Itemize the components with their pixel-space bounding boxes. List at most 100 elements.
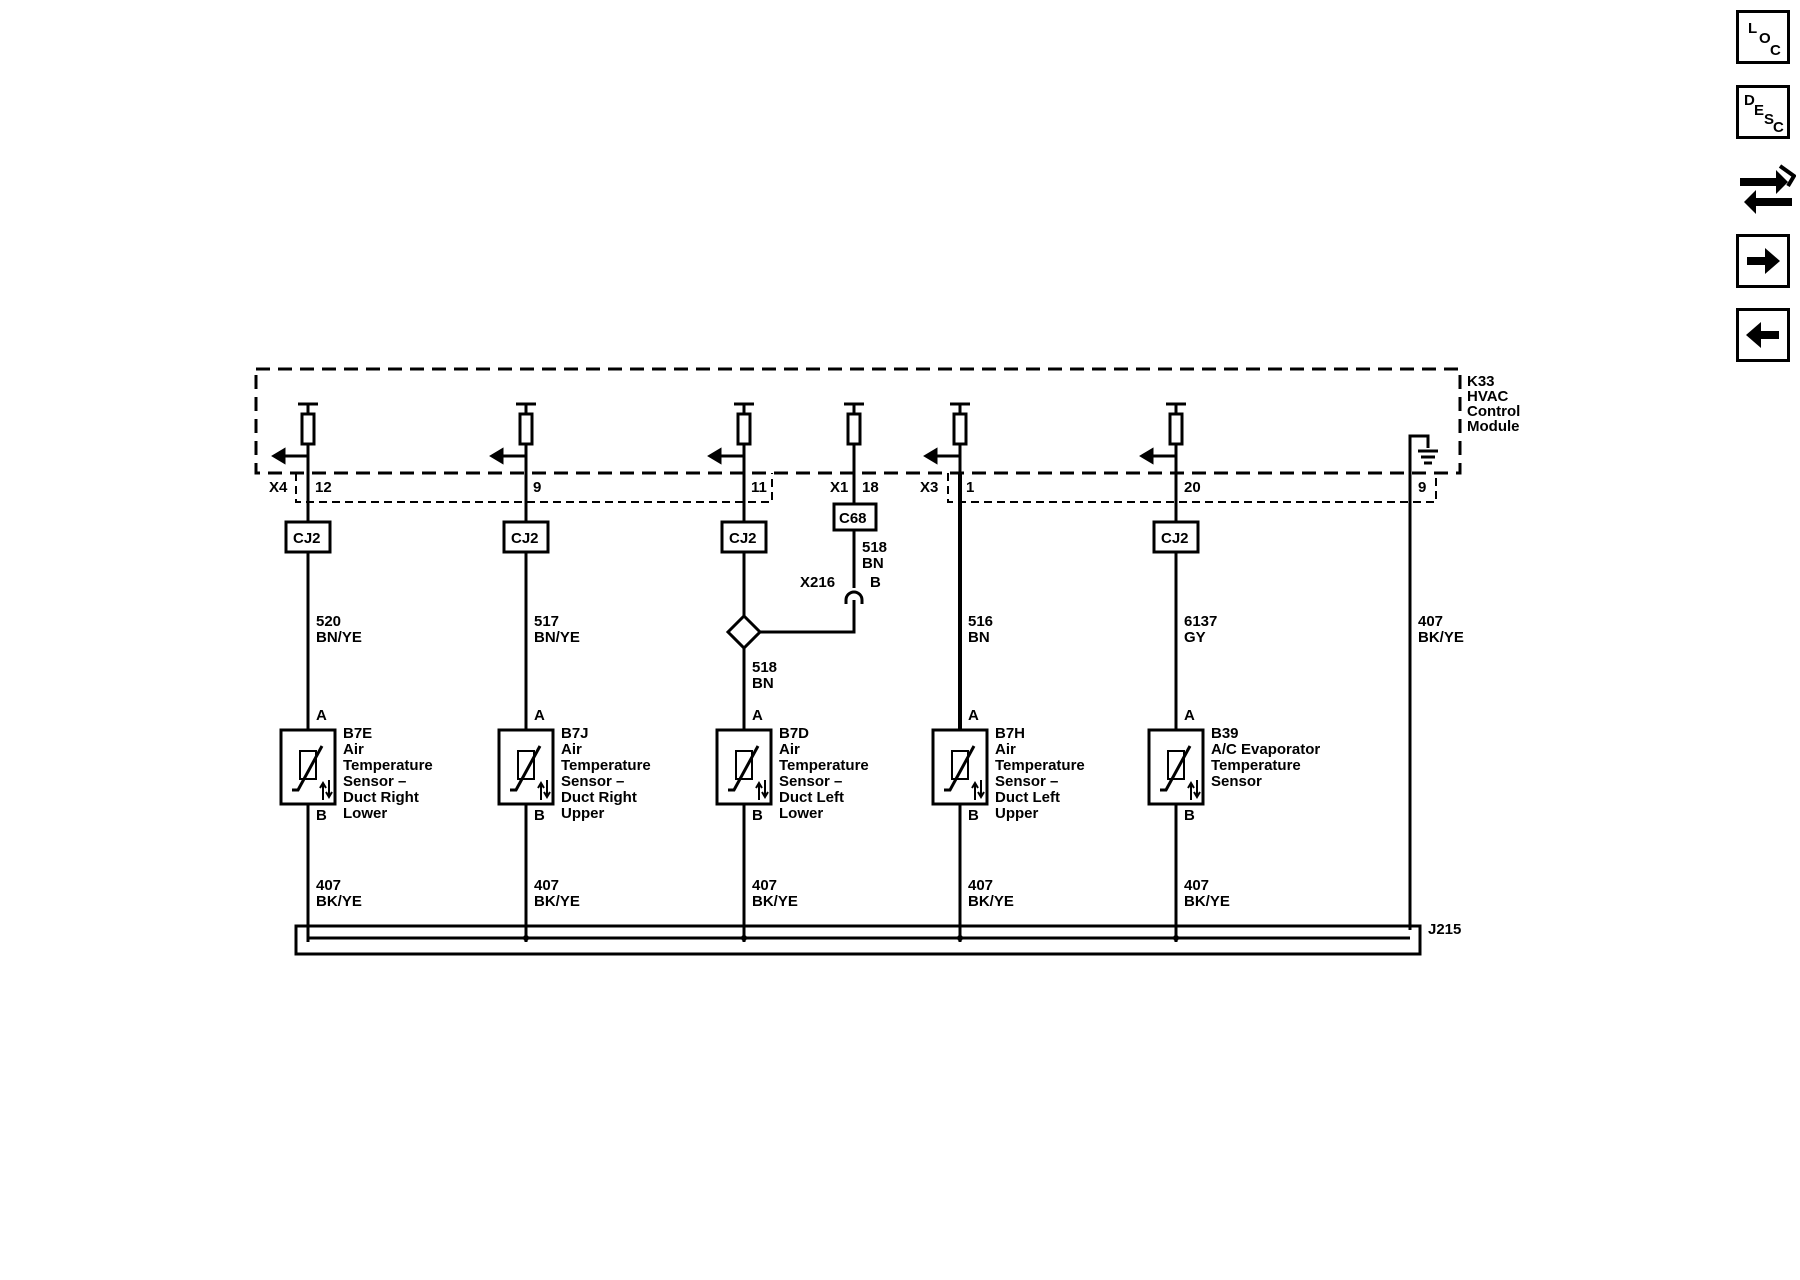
module-name-2: Control — [1467, 403, 1520, 420]
svg-text:Duct Left: Duct Left — [995, 789, 1060, 806]
pin-11: 11 — [751, 479, 767, 496]
connector-x216-pin: B — [870, 574, 881, 591]
svg-text:Air: Air — [561, 741, 582, 758]
wire-407-b7d-num: 407 — [752, 877, 777, 894]
module-name-1: HVAC — [1467, 388, 1509, 405]
svg-text:O: O — [1759, 30, 1771, 47]
svg-text:C68: C68 — [839, 510, 867, 527]
desc-icon: D E S C — [1744, 92, 1784, 136]
pin-9-x4: 9 — [533, 479, 541, 496]
wire-517-num: 517 — [534, 613, 559, 630]
thermistor-symbol — [715, 728, 773, 806]
svg-text:Air: Air — [779, 741, 800, 758]
pin-12: 12 — [315, 479, 332, 496]
svg-text:Temperature: Temperature — [995, 757, 1085, 774]
pin-1: 1 — [966, 479, 974, 496]
x216-connector — [844, 590, 864, 601]
svg-text:E: E — [1754, 102, 1764, 119]
svg-text:L: L — [1748, 20, 1757, 37]
svg-text:Temperature: Temperature — [343, 757, 433, 774]
svg-text:Air: Air — [995, 741, 1016, 758]
svg-text:C: C — [1773, 119, 1784, 136]
wire-407-b39-num: 407 — [1184, 877, 1209, 894]
connector-x216: X216 — [800, 574, 835, 591]
svg-text:CJ2: CJ2 — [1161, 530, 1189, 547]
sensor-b7j: A B B7J Air Temperature Sensor – Duct Ri… — [497, 707, 651, 824]
svg-text:Upper: Upper — [995, 805, 1039, 822]
sensor-b39: A B B39 A/C Evaporator Temperature Senso… — [1147, 707, 1320, 824]
splice-diamond — [725, 613, 763, 651]
sensor-b7h: A B B7H Air Temperature Sensor – Duct Le… — [931, 707, 1085, 824]
connector-x4: X4 — [269, 479, 288, 496]
svg-text:Sensor –: Sensor – — [561, 773, 624, 790]
svg-text:B39: B39 — [1211, 725, 1239, 742]
svg-text:A: A — [1184, 707, 1195, 724]
svg-text:Duct Left: Duct Left — [779, 789, 844, 806]
svg-text:A: A — [316, 707, 327, 724]
svg-text:CJ2: CJ2 — [729, 530, 757, 547]
internal-circuit-11 — [707, 402, 754, 473]
svg-text:Lower: Lower — [779, 805, 823, 822]
pin-9-ground: 9 — [1418, 479, 1426, 496]
connector-x3-outline — [947, 473, 1437, 503]
svg-text:B7H: B7H — [995, 725, 1025, 742]
svg-text:B: B — [752, 807, 763, 824]
svg-text:Upper: Upper — [561, 805, 605, 822]
internal-circuit-12 — [271, 402, 318, 473]
wire-518-lower-num: 518 — [752, 659, 777, 676]
connector-x1: X1 — [830, 479, 848, 496]
cj2-box-4: CJ2 — [1152, 520, 1200, 554]
svg-text:Temperature: Temperature — [779, 757, 869, 774]
wire-407-b7h-color: BK/YE — [968, 893, 1014, 910]
next-page-button[interactable] — [1736, 234, 1790, 288]
svg-text:A: A — [968, 707, 979, 724]
wire-407-b7j-color: BK/YE — [534, 893, 580, 910]
svg-text:Sensor –: Sensor – — [779, 773, 842, 790]
cj2-box-3: CJ2 — [720, 520, 768, 554]
svg-text:S: S — [1764, 111, 1774, 128]
svg-text:Temperature: Temperature — [561, 757, 651, 774]
svg-text:B: B — [968, 807, 979, 824]
svg-text:Air: Air — [343, 741, 364, 758]
wire-518-upper-num: 518 — [862, 539, 887, 556]
svg-text:Duct Right: Duct Right — [561, 789, 637, 806]
arrow-right-icon — [1747, 248, 1780, 274]
svg-text:CJ2: CJ2 — [511, 530, 539, 547]
svg-text:Sensor –: Sensor – — [343, 773, 406, 790]
svg-text:C: C — [1770, 42, 1781, 59]
connector-swap-icon — [1740, 164, 1796, 214]
svg-text:Duct Right: Duct Right — [343, 789, 419, 806]
wire-407-b7e-color: BK/YE — [316, 893, 362, 910]
sensor-b7d: A B B7D Air Temperature Sensor – Duct Le… — [715, 707, 869, 824]
svg-text:Sensor –: Sensor – — [995, 773, 1058, 790]
internal-circuit-9 — [489, 402, 536, 473]
svg-text:A/C Evaporator: A/C Evaporator — [1211, 741, 1320, 758]
loc-button[interactable]: L O C — [1736, 10, 1790, 64]
ground-junctions — [523, 935, 1179, 941]
svg-text:B: B — [534, 807, 545, 824]
wire-407-ground-color: BK/YE — [1418, 629, 1464, 646]
desc-button[interactable]: D E S C — [1736, 85, 1790, 139]
svg-text:B7J: B7J — [561, 725, 589, 742]
previous-page-button[interactable] — [1736, 308, 1790, 362]
connector-swap-button[interactable] — [1736, 160, 1796, 214]
wire-520-num: 520 — [316, 613, 341, 630]
svg-text:Sensor: Sensor — [1211, 773, 1262, 790]
internal-ground-9 — [1408, 434, 1438, 930]
svg-text:Temperature: Temperature — [1211, 757, 1301, 774]
svg-text:B7E: B7E — [343, 725, 372, 742]
c68-box: C68 — [832, 502, 878, 532]
cj2-box-1: CJ2 — [284, 520, 332, 554]
wire-407-b7e-num: 407 — [316, 877, 341, 894]
module-name-3: Module — [1467, 418, 1520, 435]
hvac-module-boundary — [254, 367, 1462, 475]
connector-x4-outline — [295, 473, 773, 503]
svg-text:B7D: B7D — [779, 725, 809, 742]
splice-j215: J215 — [1428, 921, 1461, 938]
wire-407-b39-color: BK/YE — [1184, 893, 1230, 910]
thermistor-symbol — [1147, 728, 1205, 806]
internal-circuit-1 — [923, 402, 970, 473]
wire-518-upper-color: BN — [862, 555, 884, 572]
arrow-left-icon — [1746, 322, 1779, 348]
wire-518-lower-color: BN — [752, 675, 774, 692]
